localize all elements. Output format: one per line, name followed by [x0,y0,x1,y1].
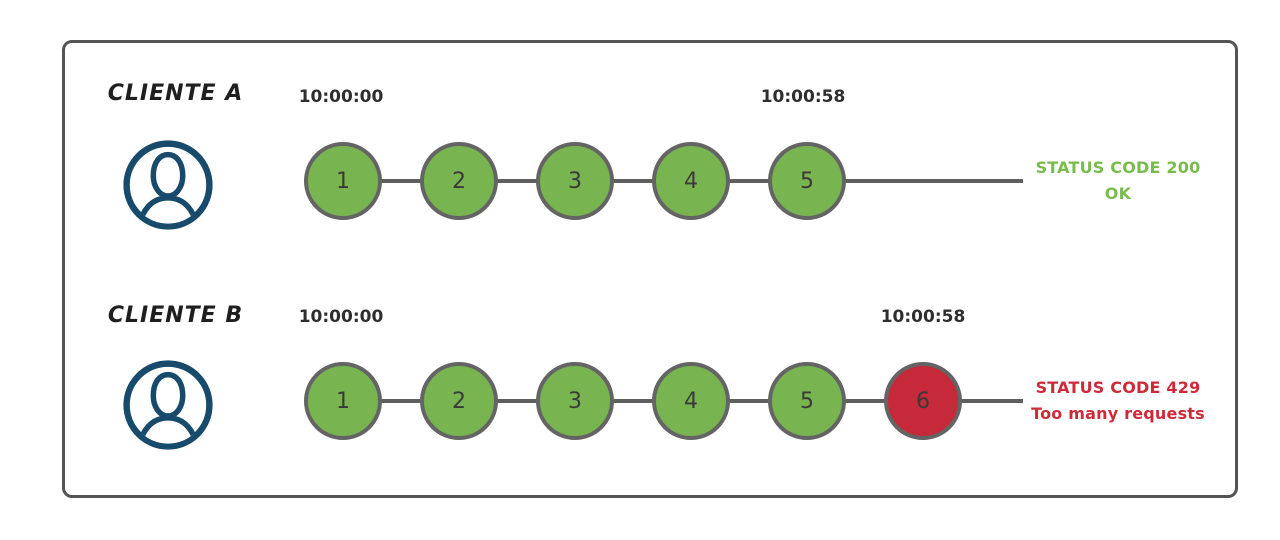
client-a-label: CLIENTE A [107,81,244,106]
row-b-status-text: STATUS CODE 429 Too many requests [1023,375,1213,427]
request-node-b5: 5 [768,362,846,440]
diagram-panel: CLIENTE A 10:00:00 10:00:58 1 2 3 4 5 ST… [62,40,1238,498]
row-a-status-code: STATUS CODE 200 [1035,158,1201,177]
request-node-b4: 4 [652,362,730,440]
request-node-a2: 2 [420,142,498,220]
row-a-end-timestamp: 10:00:58 [760,87,846,107]
request-node-b1: 1 [304,362,382,440]
request-node-a1: 1 [304,142,382,220]
row-b-status-message: Too many requests [1031,404,1205,423]
request-node-b6-blocked: 6 [884,362,962,440]
row-a-status-text: STATUS CODE 200 OK [1023,155,1213,207]
request-node-a5: 5 [768,142,846,220]
row-a-status-message: OK [1104,184,1132,203]
row-b-end-timestamp: 10:00:58 [880,307,966,327]
user-avatar-icon [122,139,214,231]
request-node-a3: 3 [536,142,614,220]
user-avatar-icon [122,359,214,451]
client-b-label: CLIENTE B [107,303,244,328]
row-a-start-timestamp: 10:00:00 [298,87,384,107]
request-node-b2: 2 [420,362,498,440]
request-node-a4: 4 [652,142,730,220]
row-b-start-timestamp: 10:00:00 [298,307,384,327]
row-b-status-code: STATUS CODE 429 [1035,378,1201,397]
request-node-b3: 3 [536,362,614,440]
